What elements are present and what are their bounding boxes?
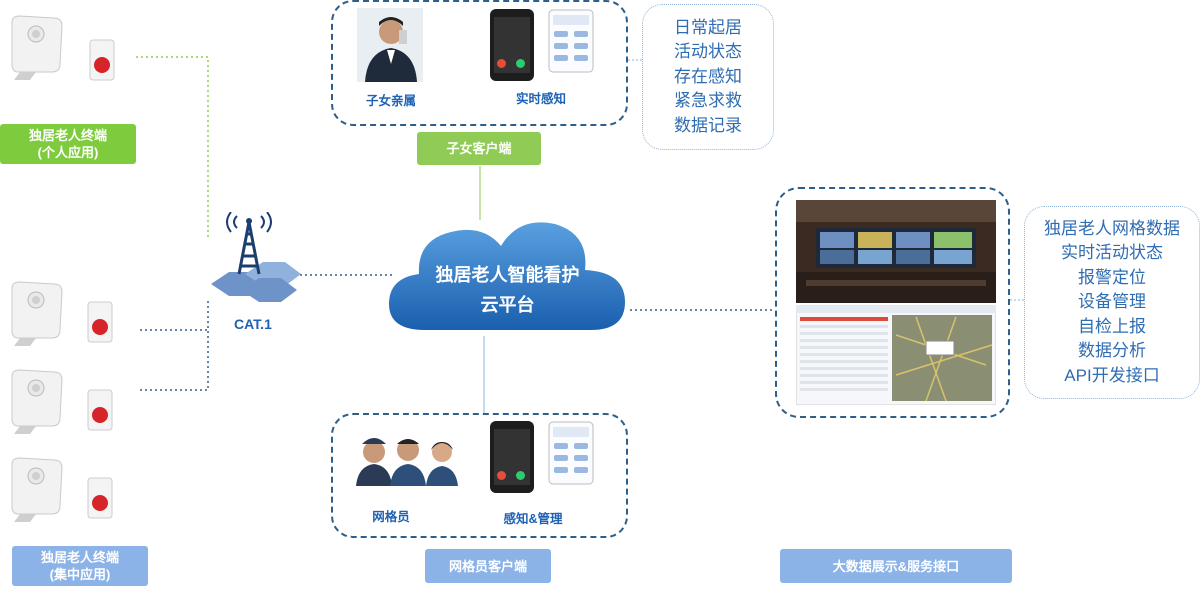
data-dashboard-screenshot [796, 305, 996, 405]
personal-terminal-subtitle: (个人应用) [37, 145, 99, 160]
family-feature-1: 活动状态 [674, 42, 742, 62]
personal-terminal-label: 独居老人终端 (个人应用) [0, 124, 136, 164]
grid-caption-manage: 感知&管理 [503, 512, 563, 526]
emergency-button-icon [87, 389, 113, 431]
grid-staff-photo [350, 424, 466, 486]
family-feature-2: 存在感知 [674, 66, 742, 86]
sensor-device-icon [11, 15, 63, 80]
bigdata-feature-1: 实时活动状态 [1061, 243, 1163, 263]
sensor-device-icon [11, 369, 63, 434]
bigdata-feature-6: API开发接口 [1064, 365, 1160, 385]
cloud-title-line2: 云平台 [480, 295, 535, 315]
bigdata-feature-5: 数据分析 [1078, 341, 1146, 361]
cloud-shape [389, 222, 625, 330]
emergency-button-icon [87, 301, 113, 343]
phone-screen-icon [490, 421, 534, 493]
sensor-device-icon [11, 281, 63, 346]
personal-terminal-connector [136, 56, 209, 240]
grid-client-label: 网格员客户端 [425, 549, 551, 583]
family-member-photo [357, 8, 423, 82]
family-feature-4: 数据记录 [674, 115, 742, 135]
grid-caption-staff: 网格员 [372, 510, 410, 524]
central-terminal-subtitle: (集中应用) [49, 567, 111, 582]
grid-client-group [331, 413, 628, 538]
control-room-photo [796, 200, 996, 303]
bigdata-group [775, 187, 1010, 418]
app-screen-icon [548, 421, 594, 485]
family-features-box: 日常起居 活动状态 存在感知 紧急求救 数据记录 [642, 4, 774, 150]
app-screen-icon [548, 9, 594, 73]
cell-tower-icon [211, 212, 301, 302]
bigdata-feature-2: 报警定位 [1078, 267, 1146, 287]
family-caption-relatives: 子女亲属 [365, 94, 416, 108]
family-feature-0: 日常起居 [674, 17, 742, 37]
phone-screen-icon [490, 9, 534, 81]
bigdata-feature-3: 设备管理 [1078, 292, 1146, 312]
sensor-device-icon [11, 457, 63, 522]
cloud-title: 独居老人智能看护 云平台 [385, 262, 630, 318]
bigdata-features-box: 独居老人网格数据 实时活动状态 报警定位 设备管理 自检上报 数据分析 API开… [1024, 206, 1200, 399]
emergency-button-icon [89, 39, 115, 81]
tower-label: CAT.1 [234, 316, 272, 332]
cloud-title-line1: 独居老人智能看护 [435, 265, 580, 285]
family-client-label: 子女客户端 [417, 132, 541, 165]
personal-terminal-title: 独居老人终端 [28, 128, 107, 143]
bigdata-label: 大数据展示&服务接口 [780, 549, 1012, 583]
bigdata-feature-0: 独居老人网格数据 [1044, 218, 1180, 238]
bigdata-feature-4: 自检上报 [1078, 316, 1146, 336]
emergency-button-icon [87, 477, 113, 519]
family-feature-3: 紧急求救 [674, 91, 742, 111]
central-terminal-connector [140, 300, 209, 391]
family-client-group [331, 0, 628, 126]
central-terminal-title: 独居老人终端 [40, 550, 119, 565]
family-caption-realtime: 实时感知 [515, 92, 566, 106]
central-terminal-label: 独居老人终端 (集中应用) [12, 546, 148, 586]
